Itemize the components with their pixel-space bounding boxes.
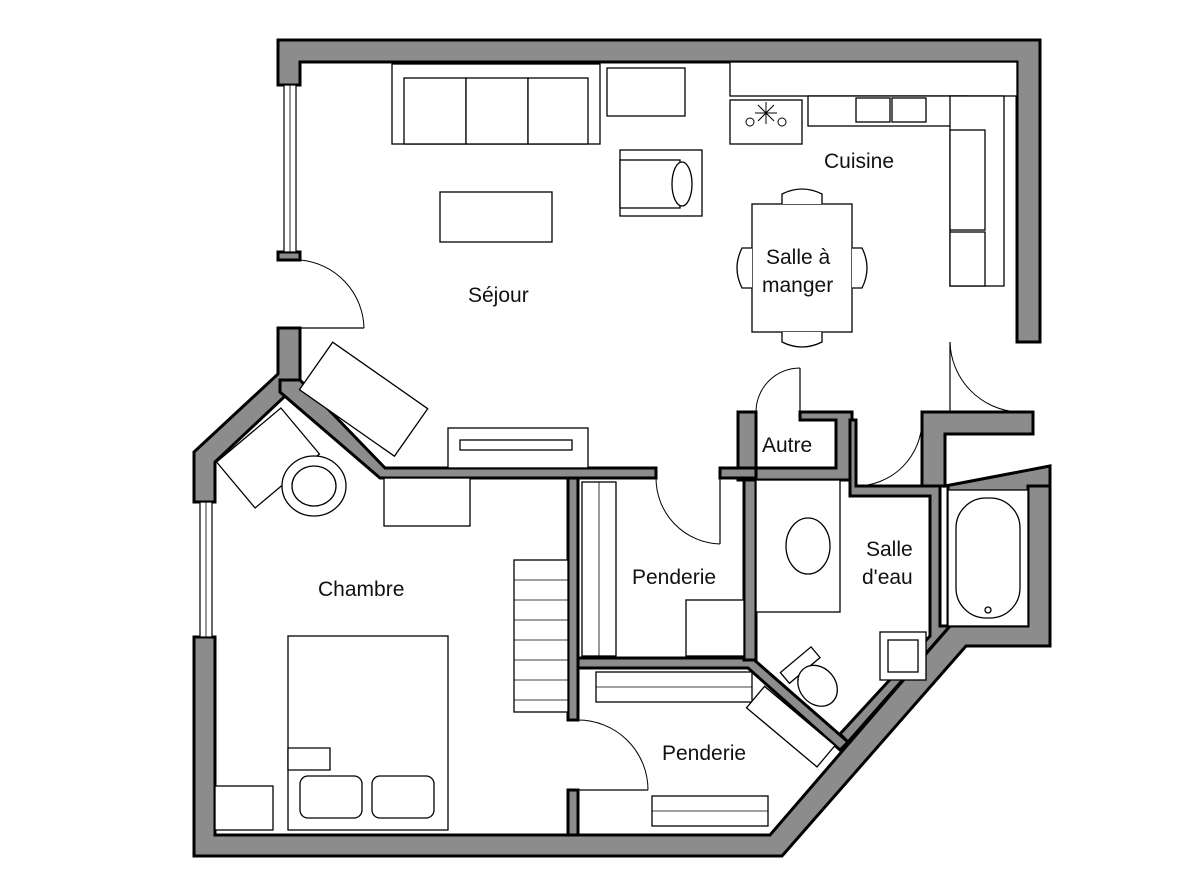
- penderie-1-furniture: [581, 481, 745, 657]
- hand-basin: [879, 631, 927, 681]
- wall-penderie2-stub: [566, 788, 580, 837]
- wall-bedroom-penderie: [566, 476, 580, 722]
- dining: [736, 188, 868, 348]
- wall-penderie1-top: [718, 466, 758, 480]
- door-salle-deau: [855, 419, 923, 487]
- sink-left: [855, 97, 891, 123]
- label-autre: Autre: [762, 434, 812, 457]
- sofa: [391, 63, 601, 145]
- wardrobe-bedroom: [513, 559, 569, 713]
- windows: [199, 84, 297, 638]
- counter-top: [729, 61, 1018, 97]
- chair-right: [852, 247, 868, 289]
- wall-bedroom-left-upper: [192, 326, 302, 504]
- chair-bottom: [781, 332, 823, 348]
- penderie-2-furniture: [595, 671, 836, 827]
- tv-cabinet: [606, 67, 686, 117]
- sink-right: [891, 97, 927, 123]
- armchair: [619, 149, 703, 217]
- door-penderie-1: [655, 477, 721, 545]
- penderie-shelf: [685, 599, 745, 657]
- door-entrance: [949, 341, 1018, 413]
- doors: [299, 259, 1018, 791]
- label-penderie-2: Penderie: [662, 742, 746, 765]
- office-chair: [281, 455, 347, 517]
- door-penderie-2: [577, 719, 649, 791]
- label-sejour: Séjour: [468, 284, 529, 307]
- wall-stub-left: [276, 250, 302, 262]
- chair-top: [781, 188, 823, 204]
- label-salle-a-manger-2: manger: [762, 274, 833, 297]
- living-desk: [298, 341, 429, 458]
- label-salle-deau-1: Salle: [866, 538, 913, 561]
- cooktop-burners: [745, 102, 787, 127]
- wall-penderie-sde: [742, 474, 758, 662]
- room-labels: Séjour Cuisine Salle à manger Autre Cham…: [318, 150, 913, 765]
- bed: [287, 635, 449, 831]
- nightstand: [214, 785, 274, 831]
- label-salle-deau-2: d'eau: [862, 566, 913, 589]
- washbasin: [785, 517, 831, 575]
- living-furniture: [298, 63, 703, 469]
- bathroom-fixtures: [755, 479, 1029, 707]
- kitchen: [729, 61, 1018, 287]
- fridge: [949, 129, 986, 231]
- door-balcony: [299, 259, 365, 329]
- label-chambre: Chambre: [318, 578, 404, 601]
- hanging-rail-4: [745, 685, 836, 768]
- chair-left: [736, 247, 752, 289]
- bathtub-inner: [955, 497, 1021, 619]
- bedroom-table: [383, 477, 471, 527]
- label-cuisine: Cuisine: [824, 150, 894, 173]
- oven: [949, 231, 986, 287]
- coffee-table: [439, 191, 553, 243]
- door-autre: [755, 367, 801, 413]
- toilet: [779, 645, 838, 707]
- label-salle-a-manger-1: Salle à: [766, 246, 831, 269]
- bedroom-furniture: [214, 407, 569, 831]
- tv-unit: [447, 427, 589, 469]
- label-penderie-1: Penderie: [632, 566, 716, 589]
